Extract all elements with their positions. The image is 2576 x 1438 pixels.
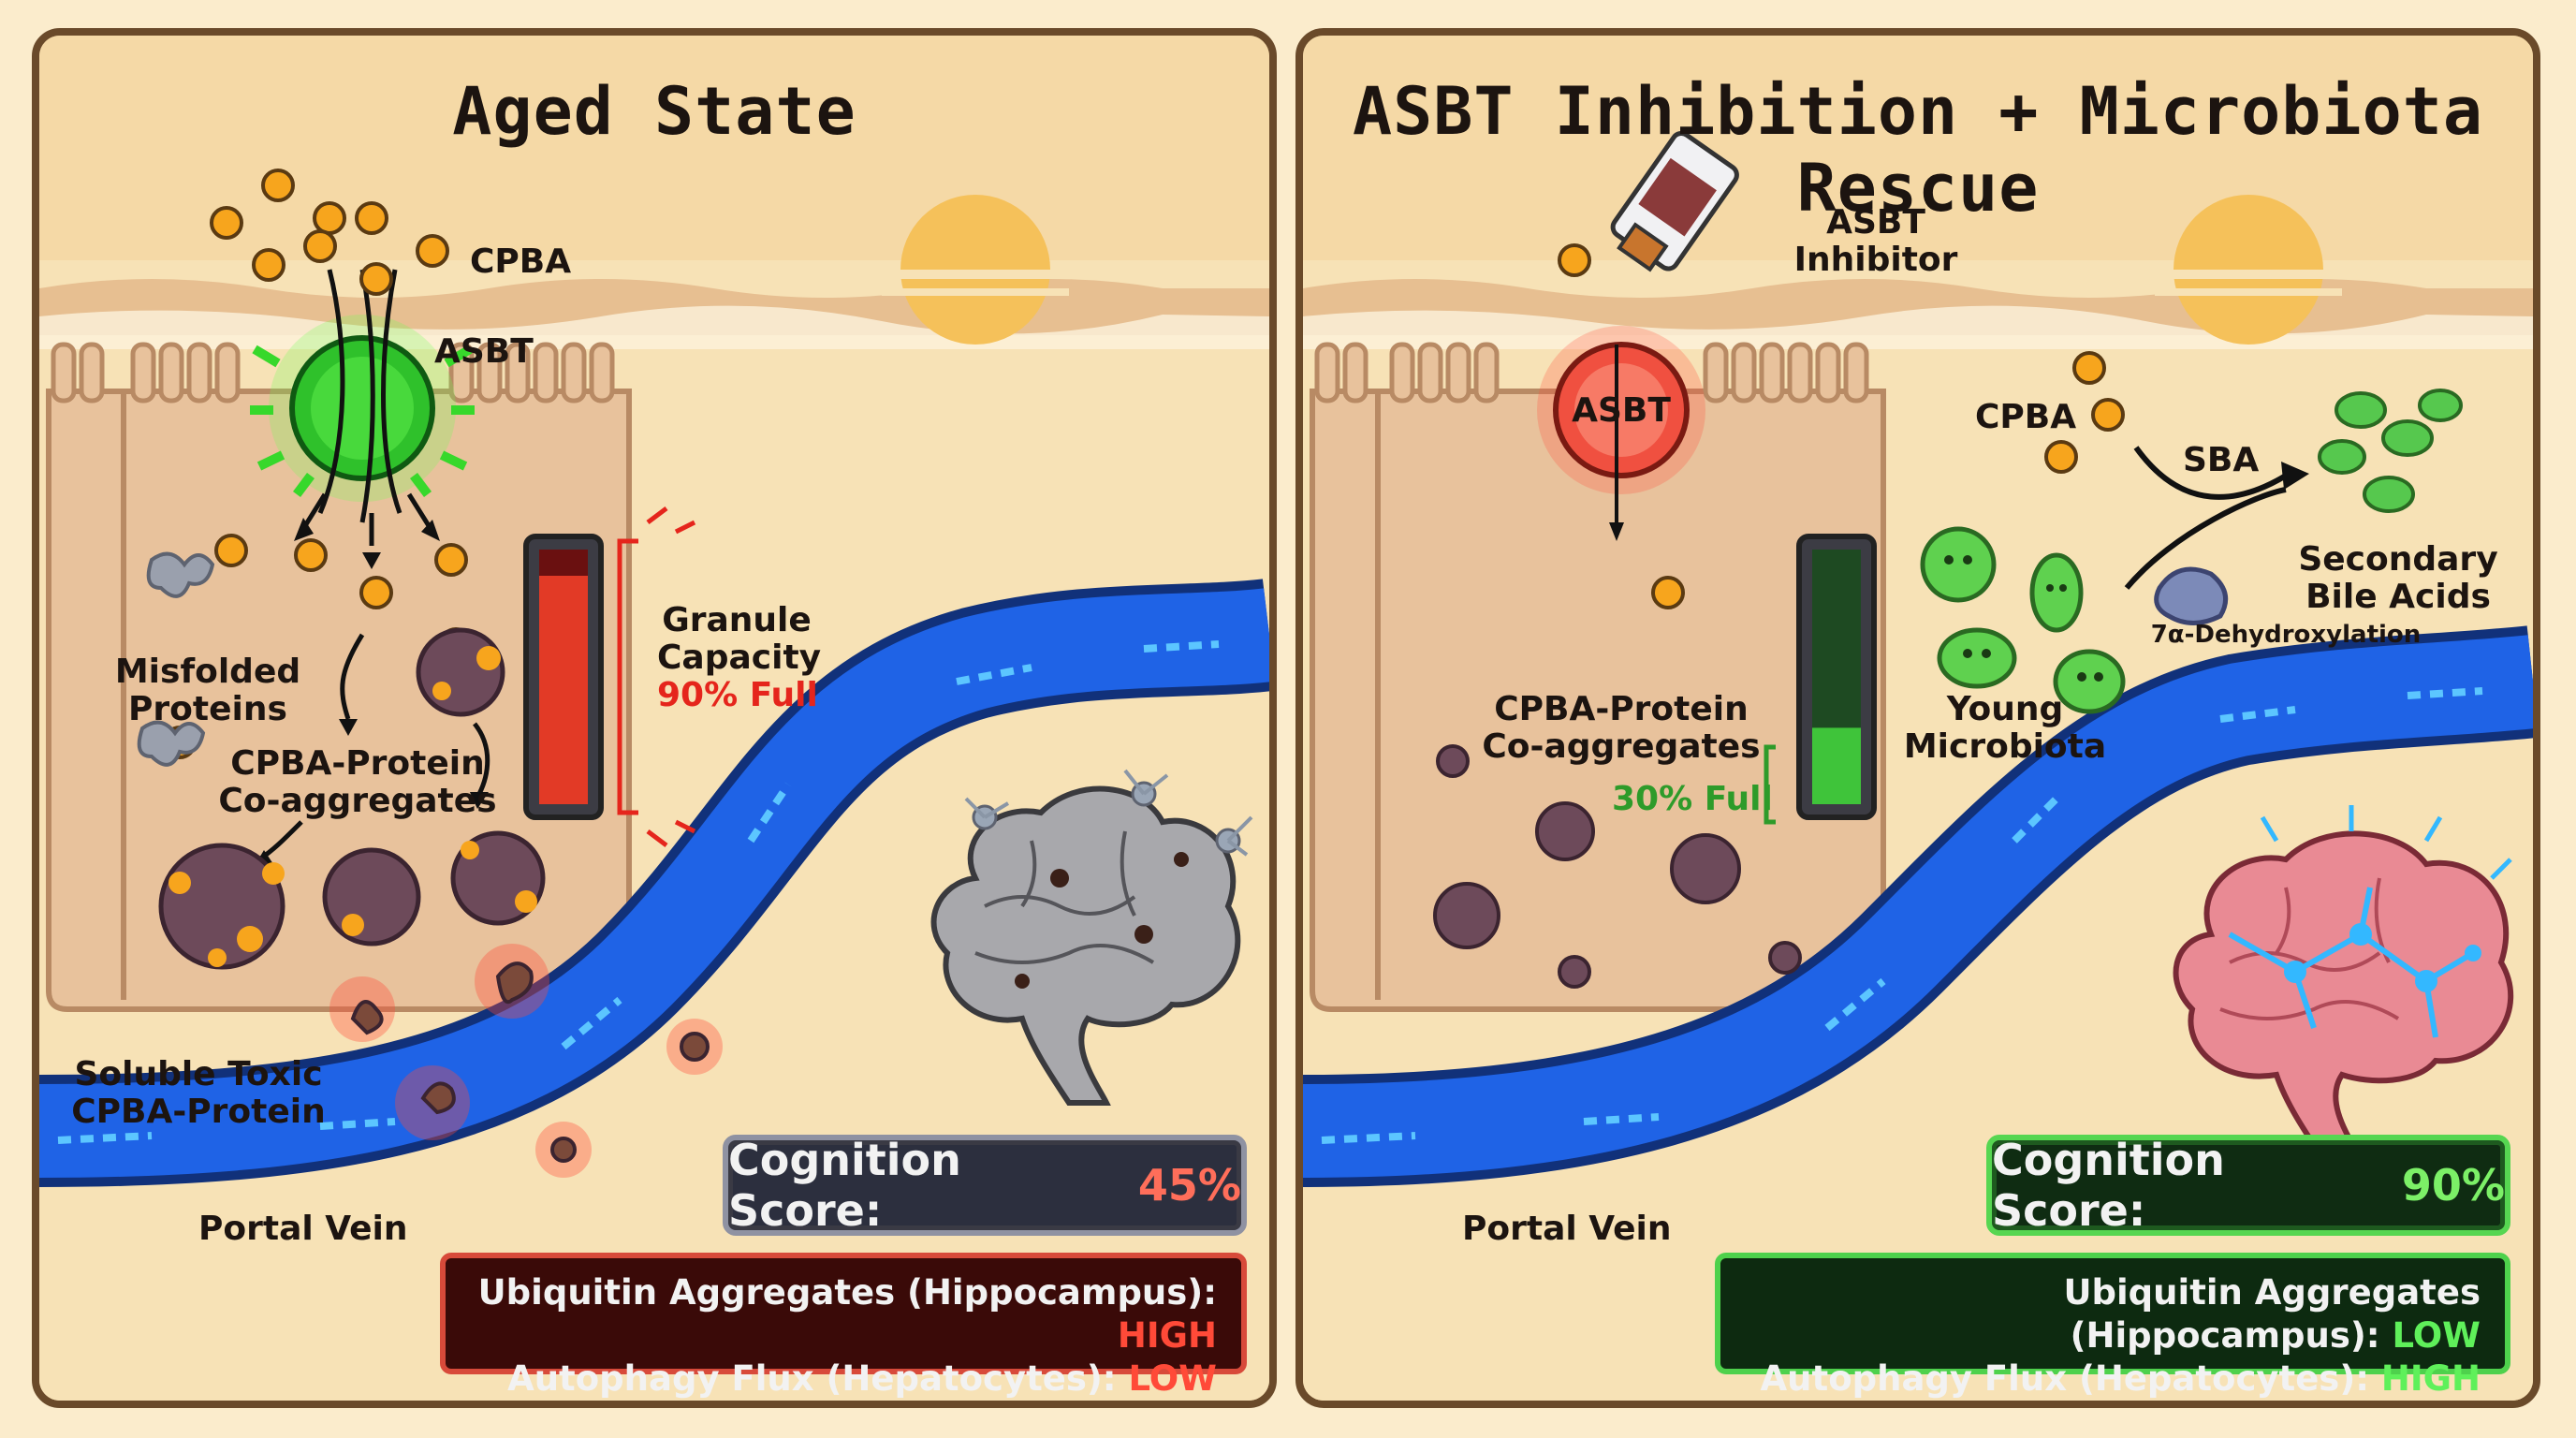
cognition-score-box: Cognition Score: 90% [1986, 1135, 2510, 1236]
rescue-scene [1303, 36, 2533, 1401]
co-aggregates [1433, 744, 1802, 989]
granule-capacity-label: Granule Capacity 90% Full [657, 601, 822, 714]
granule-gauge-icon [523, 506, 696, 847]
granule-fill-text: 90% Full [657, 676, 818, 714]
cognition-value: 45% [1137, 1160, 1241, 1211]
sba-label: SBA [2183, 441, 2260, 479]
status-line1-value: HIGH [1117, 1315, 1217, 1356]
secondary-line1: Secondary [2298, 540, 2498, 579]
granule-fill-text: 30% Full [1612, 780, 1773, 818]
misfolded-line2: Proteins [128, 690, 287, 728]
panel-rescue: ASBT Inhibition + Microbiota Rescue ASBT… [1295, 28, 2540, 1408]
status-line1-value: LOW [2392, 1315, 2481, 1356]
status-box: Ubiquitin Aggregates (Hippocampus): HIGH… [440, 1253, 1247, 1399]
portal-vein-label: Portal Vein [1462, 1210, 1672, 1248]
enzyme-icon [2154, 566, 2229, 625]
panel-aged-state: Aged State CPBA ASBT Misfolded Proteins … [32, 28, 1277, 1408]
asbt-label: ASBT [434, 332, 534, 371]
status-line1-label: Ubiquitin Aggregates (Hippocampus): [477, 1272, 1217, 1313]
neuron-icon [964, 769, 1253, 857]
young-line2: Microbiota [1903, 727, 2107, 766]
status-box: Ubiquitin Aggregates (Hippocampus): LOW … [1715, 1253, 2510, 1399]
coagg-line2: Co-aggregates [1482, 727, 1761, 766]
asbt-inhibitor-label: ASBT Inhibitor [1792, 204, 1960, 279]
cognition-value: 90% [2401, 1160, 2505, 1211]
inhibitor-line1: ASBT [1826, 203, 1925, 242]
brain-healthy-icon [2173, 805, 2514, 1162]
granule-line2: Capacity [657, 638, 822, 677]
soluble-toxic-label: Soluble Toxic CPBA-Protein [58, 1056, 339, 1131]
asbt-transporter-icon [250, 269, 475, 523]
young-microbiota-label: Young Microbiota [1902, 691, 2108, 766]
status-line2-value: LOW [1128, 1358, 1217, 1399]
sun-icon [882, 195, 1069, 345]
soluble-line1: Soluble Toxic [74, 1055, 323, 1093]
co-aggregates [158, 627, 546, 970]
soluble-line2: CPBA-Protein [71, 1093, 326, 1131]
misfolded-proteins-label: Misfolded Proteins [114, 653, 301, 728]
sun-icon [2155, 195, 2342, 345]
panel-title: ASBT Inhibition + Microbiota Rescue [1352, 73, 2484, 227]
secondary-bile-acid-molecules [2318, 389, 2463, 513]
cpba-label: CPBA [1975, 398, 2077, 436]
coagg-line2: Co-aggregates [218, 782, 497, 820]
co-aggregates-label: CPBA-Protein Co-aggregates [1481, 691, 1762, 766]
portal-vein-label: Portal Vein [198, 1210, 408, 1248]
status-line2-label: Autophagy Flux (Hepatocytes): [507, 1358, 1117, 1399]
secondary-line2: Bile Acids [2305, 578, 2491, 616]
cpba-molecules [163, 169, 473, 759]
misfolded-protein-icon [137, 551, 215, 767]
conversion-arrows [2124, 446, 2288, 590]
co-aggregates-label: CPBA-Protein Co-aggregates [217, 745, 498, 820]
coagg-line1: CPBA-Protein [230, 744, 485, 783]
brain-aged-icon [930, 785, 1241, 1106]
cognition-label: Cognition Score: [728, 1135, 961, 1236]
granule-gauge-icon [1764, 534, 1877, 825]
granule-line1: Granule [662, 601, 812, 639]
cognition-score-box: Cognition Score: 45% [723, 1135, 1247, 1236]
portal-vein-right [1303, 625, 2533, 1187]
status-line1-label: Ubiquitin Aggregates (Hippocampus): [2063, 1272, 2481, 1356]
misfolded-line1: Misfolded [114, 653, 301, 691]
inhibitor-line2: Inhibitor [1793, 241, 1958, 279]
status-line2-label: Autophagy Flux (Hepatocytes): [1760, 1358, 2370, 1399]
young-line1: Young [1946, 690, 2064, 728]
panel-title: Aged State [452, 73, 856, 150]
cognition-label: Cognition Score: [1992, 1135, 2225, 1236]
asbt-label: ASBT [1572, 391, 1671, 430]
microbe-icon [1920, 526, 2126, 714]
secondary-bile-acids-label: Secondary Bile Acids [2295, 541, 2501, 616]
pill-bottle-icon [1610, 130, 1739, 272]
asbt-blocked-icon [1537, 326, 1705, 541]
cpba-label: CPBA [470, 242, 572, 281]
cpba-molecules [1558, 243, 2125, 609]
soluble-toxic-protein [329, 944, 723, 1178]
aged-scene [39, 36, 1269, 1401]
epithelial-cells [1310, 342, 1886, 1012]
dehydroxylation-label: 7α-Dehydroxylation [2150, 621, 2422, 649]
coagg-line1: CPBA-Protein [1494, 690, 1749, 728]
portal-vein-left [39, 579, 1269, 1187]
status-line2-value: HIGH [2380, 1358, 2481, 1399]
